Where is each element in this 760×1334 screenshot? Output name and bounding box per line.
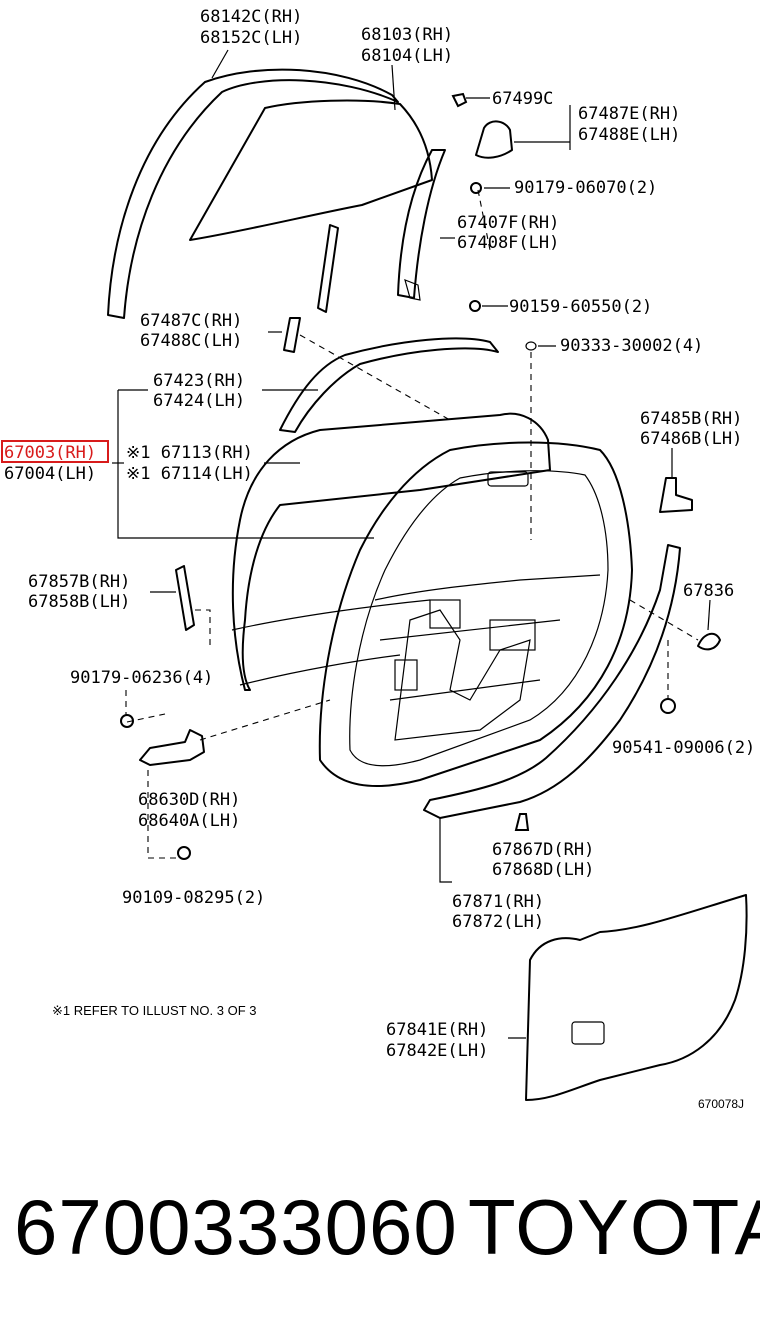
- label-68640a: 68640A(LH): [138, 811, 240, 831]
- label-67487e: 67487E(RH): [578, 104, 680, 124]
- illustration-code: 670078J: [698, 1097, 744, 1111]
- spacer-67485b: [659, 477, 693, 513]
- rear-door-exploded-diagram: 68142C(RH) 68152C(LH) 68103(RH) 68104(LH…: [1, 7, 755, 1111]
- screw-90159-60550: [469, 300, 481, 312]
- label-90159-60550: 90159-60550(2): [509, 297, 652, 317]
- label-67488c: 67488C(LH): [140, 331, 242, 351]
- label-67485b: 67485B(RH): [640, 409, 742, 429]
- label-67499c: 67499C: [492, 89, 553, 109]
- weatherstrip-67871: [423, 544, 681, 819]
- seal-67857b: [175, 565, 195, 631]
- label-90541-09006: 90541-09006(2): [612, 738, 755, 758]
- label-67003: 67003(RH): [4, 443, 96, 463]
- label-67871: 67871(RH): [452, 892, 544, 912]
- label-68152c: 68152C(LH): [200, 28, 302, 48]
- label-67857b: 67857B(RH): [28, 572, 130, 592]
- reference-note: ※1 REFER TO ILLUST NO. 3 OF 3: [52, 1003, 257, 1018]
- callout-labels: 68142C(RH) 68152C(LH) 68103(RH) 68104(LH…: [4, 7, 755, 1061]
- door-trim-board-67841e: [525, 894, 748, 1101]
- brand-name: TOYOTA: [468, 1183, 760, 1271]
- label-67836: 67836: [683, 581, 734, 601]
- cap-67836: [697, 632, 721, 651]
- run-channel: [397, 149, 446, 299]
- spacer-67487c: [283, 317, 301, 353]
- door-inner-panel: [318, 441, 633, 787]
- dashed-leaders: [125, 189, 699, 859]
- part-number: 6700333060: [14, 1183, 458, 1271]
- door-check-68630d: [139, 729, 205, 766]
- label-67113: ※1 67113(RH): [126, 443, 253, 463]
- label-68103: 68103(RH): [361, 25, 453, 45]
- label-67488e: 67488E(LH): [578, 125, 680, 145]
- label-68104: 68104(LH): [361, 46, 453, 66]
- door-glass: [189, 99, 433, 241]
- label-67867d: 67867D(RH): [492, 840, 594, 860]
- label-90109-08295: 90109-08295(2): [122, 888, 265, 908]
- label-90333-30002: 90333-30002(4): [560, 336, 703, 356]
- label-67841e: 67841E(RH): [386, 1020, 488, 1040]
- label-67423: 67423(RH): [153, 371, 245, 391]
- door-panel-67003: [231, 412, 551, 691]
- label-67424: 67424(LH): [153, 391, 245, 411]
- glass-channel-strip: [317, 224, 339, 313]
- label-67868d: 67868D(LH): [492, 860, 594, 880]
- label-90179-06236: 90179-06236(4): [70, 668, 213, 688]
- label-67114: ※1 67114(LH): [126, 464, 253, 484]
- highlight-box: [1, 440, 109, 463]
- label-67872: 67872(LH): [452, 912, 544, 932]
- label-67407f: 67407F(RH): [457, 213, 559, 233]
- label-68142c: 68142C(RH): [200, 7, 302, 27]
- plug-90333: [525, 341, 537, 351]
- label-67486b: 67486B(LH): [640, 429, 742, 449]
- label-67408f: 67408F(LH): [457, 233, 559, 253]
- label-67858b: 67858B(LH): [28, 592, 130, 612]
- door-frame-molding: [107, 68, 399, 319]
- clip-90541: [660, 698, 676, 714]
- label-67842e: 67842E(LH): [386, 1041, 488, 1061]
- label-68630d: 68630D(RH): [138, 790, 240, 810]
- label-67004: 67004(LH): [4, 464, 96, 484]
- clip-67499c: [451, 92, 468, 108]
- belt-molding-67423: [279, 337, 499, 433]
- cover-67487e: [475, 120, 513, 159]
- label-90179-06070: 90179-06070(2): [514, 178, 657, 198]
- label-67487c: 67487C(RH): [140, 311, 242, 331]
- screw-90179-06070: [470, 182, 482, 194]
- clip-67867d: [514, 813, 530, 831]
- leader-lines: [112, 49, 711, 1039]
- window-regulator: [394, 609, 531, 741]
